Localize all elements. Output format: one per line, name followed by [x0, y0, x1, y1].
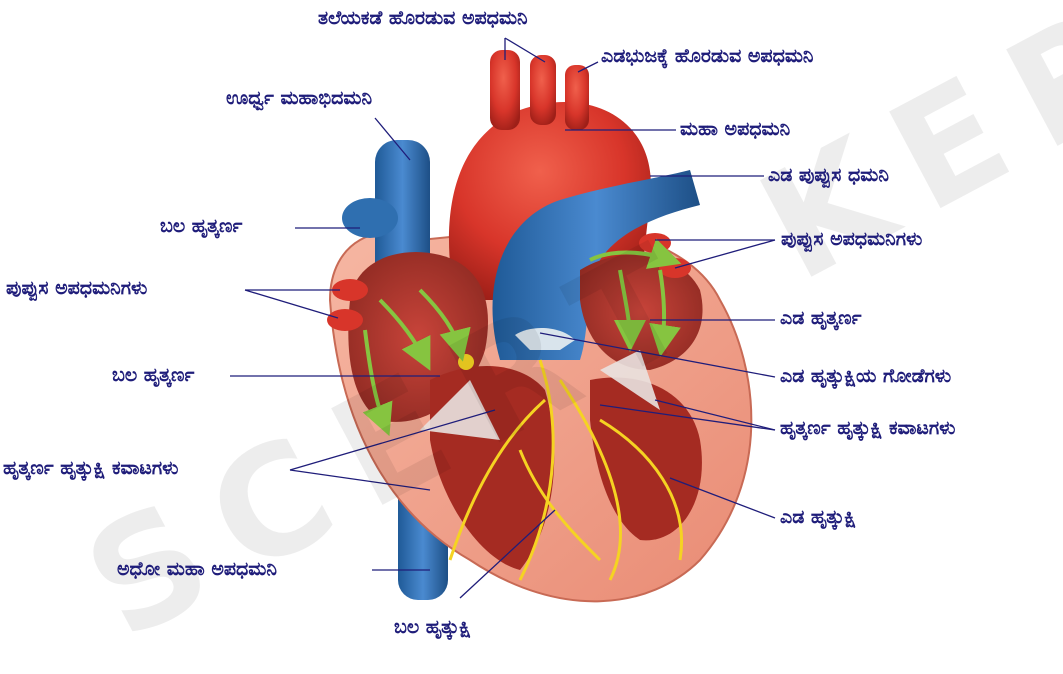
head-artery-branch-2	[530, 55, 556, 125]
label-right-atrium: ಬಲ ಹೃತ್ಕರ್ಣ	[112, 366, 194, 385]
label-pulmonary-veins-left: ಪುಪ್ಪುಸ ಅಪಧಮನಿಗಳು	[781, 230, 922, 249]
label-left-pulmonary-artery: ಎಡ ಪುಪ್ಪುಸ ಧಮನಿ	[768, 166, 889, 185]
label-pulmonary-veins-right: ಪುಪ್ಪುಸ ಅಪಧಮನಿಗಳು	[6, 279, 147, 298]
label-av-valves-right: ಹೃತ್ಕರ್ಣ ಹೃತ್ಕುಕ್ಷಿ ಕವಾಟಗಳು	[780, 419, 955, 438]
label-left-atrium: ಎಡ ಹೃತ್ಕರ್ಣ	[780, 309, 862, 328]
label-aorta: ಮಹಾ ಅಪಧಮನಿ	[680, 120, 790, 139]
label-right-ventricle: ಬಲ ಹೃತ್ಕುಕ್ಷಿ	[394, 618, 471, 637]
label-semilunar-valves: ಎಡ ಹೃತ್ಕುಕ್ಷಿಯ ಗೋಡೆಗಳು	[780, 367, 951, 386]
heart-diagram: SCERT KERALA ತಲೆಯಕಡೆ ಹೊರಡುವ ಅಪಧಮನಿ ಎಡಭುಜ…	[0, 0, 1063, 648]
label-superior-vena-cava: ಊರ್ಧ್ವ ಮಹಾಭಿದಮನಿ	[226, 89, 372, 108]
label-head-arteries: ತಲೆಯಕಡೆ ಹೊರಡುವ ಅಪಧಮನಿ	[318, 9, 528, 28]
right-auricle-lobe	[342, 198, 398, 238]
label-inferior-vena-cava: ಅಧೋ ಮಹಾ ಅಪಧಮನಿ	[117, 560, 277, 579]
label-left-ventricle: ಎಡ ಹೃತ್ಕುಕ್ಷಿ	[780, 508, 856, 527]
label-left-arm-artery: ಎಡಭುಜಕ್ಕೆ ಹೊರಡುವ ಅಪಧಮನಿ	[601, 47, 813, 66]
label-av-valves-left: ಹೃತ್ಕರ್ಣ ಹೃತ್ಕುಕ್ಷಿ ಕವಾಟಗಳು	[3, 459, 178, 478]
head-artery-branch-1	[490, 50, 520, 130]
left-arm-artery-branch	[565, 65, 589, 130]
pulmonary-vein-r2	[327, 309, 363, 331]
label-right-auricle-top: ಬಲ ಹೃತ್ಕರ್ಣ	[160, 217, 242, 236]
